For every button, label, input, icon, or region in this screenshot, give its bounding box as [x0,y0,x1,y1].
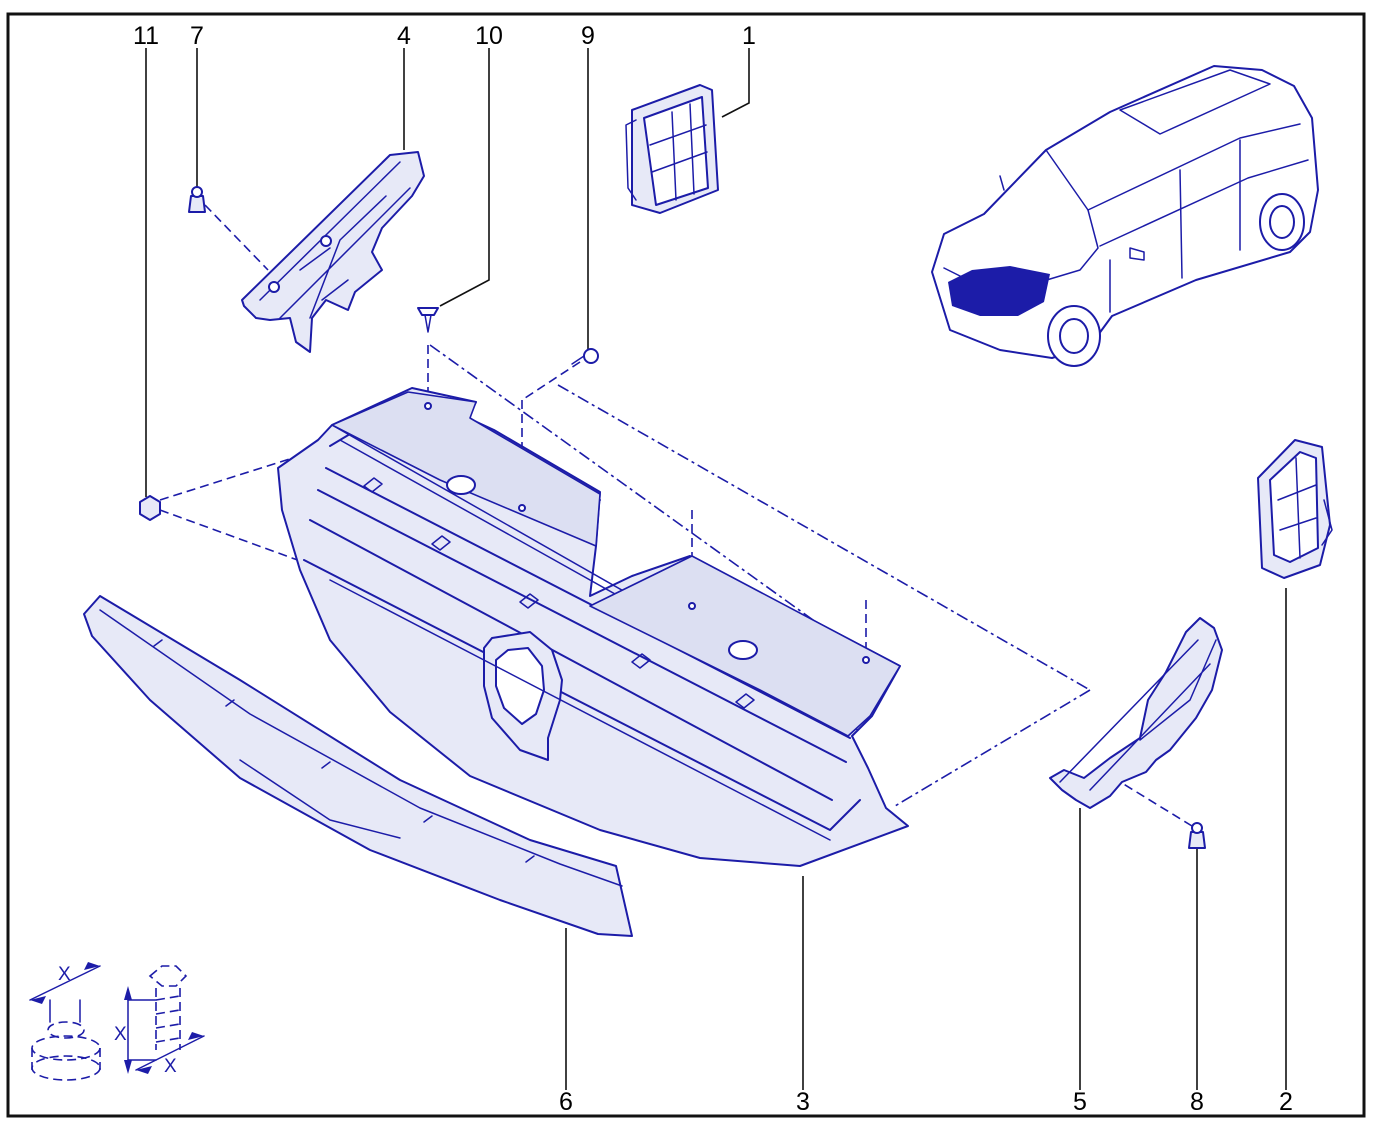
part-4-bracket-left [241,151,425,353]
part-5-bracket-right [1049,617,1223,809]
callout-11: 11 [133,22,159,50]
dimension-x-label: X [58,964,71,985]
callout-5: 5 [1073,1088,1087,1116]
vehicle-locator-view [931,65,1319,367]
callout-3: 3 [796,1088,810,1116]
callout-10: 10 [475,22,503,50]
callout-6: 6 [559,1088,573,1116]
leader-lines [145,48,1287,1090]
callout-8: 8 [1190,1088,1204,1116]
fastener-10-rivet [417,307,439,333]
callout-4: 4 [397,22,411,50]
dimension-x-label-2: X [114,1024,127,1045]
callout-1: 1 [742,22,756,50]
fastener-7-clip [188,186,206,213]
part-2-air-vent [1257,439,1333,579]
fastener-9-screw [571,348,599,365]
part-3-radiator-grille [277,387,909,867]
part-6-trim-strip [83,595,633,937]
fastener-8-clip [1188,822,1206,849]
dimension-legend: X X X [29,962,205,1081]
callout-2: 2 [1279,1088,1293,1116]
diagram-border [6,12,1366,1118]
part-1-air-vent [625,84,719,214]
dimension-x-label-3: X [164,1056,177,1077]
callout-9: 9 [581,22,595,50]
fastener-11-nut [139,495,161,521]
callout-7: 7 [190,22,204,50]
